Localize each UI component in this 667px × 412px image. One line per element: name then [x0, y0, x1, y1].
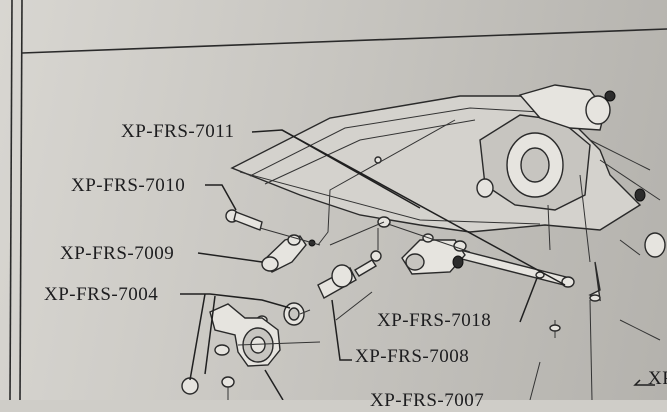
pins	[529, 299, 593, 400]
socket-screw	[225, 209, 263, 231]
part-label-right-cropped: XP	[648, 368, 667, 389]
part-label-xp-frs-7010: XP-FRS-7010	[71, 175, 186, 196]
exploded-assembly-drawing	[9, 0, 667, 400]
steering-post-shaft	[317, 216, 391, 299]
steering-knuckle	[181, 303, 281, 400]
inner-frame-line	[19, 0, 23, 400]
part-label-xp-frs-7018: XP-FRS-7018	[377, 310, 492, 331]
right-side-parts	[547, 174, 666, 386]
callout-leader-lines	[180, 129, 566, 400]
outer-frame-line	[9, 0, 13, 400]
part-label-xp-frs-7011: XP-FRS-7011	[121, 121, 235, 142]
header-divider-line	[21, 28, 667, 54]
servo-saver-arm	[260, 234, 316, 273]
part-label-xp-frs-7007: XP-FRS-7007	[370, 390, 485, 411]
front-bulkhead-assembly	[476, 84, 661, 211]
part-label-xp-frs-7009: XP-FRS-7009	[60, 243, 175, 264]
steering-bellcrank	[401, 233, 467, 275]
part-label-xp-frs-7008: XP-FRS-7008	[355, 346, 470, 367]
steering-rod	[457, 249, 575, 288]
screw-head	[634, 188, 646, 202]
assembly-guide-lines	[237, 119, 471, 346]
bushing	[256, 302, 305, 326]
part-label-xp-frs-7004: XP-FRS-7004	[44, 284, 159, 305]
